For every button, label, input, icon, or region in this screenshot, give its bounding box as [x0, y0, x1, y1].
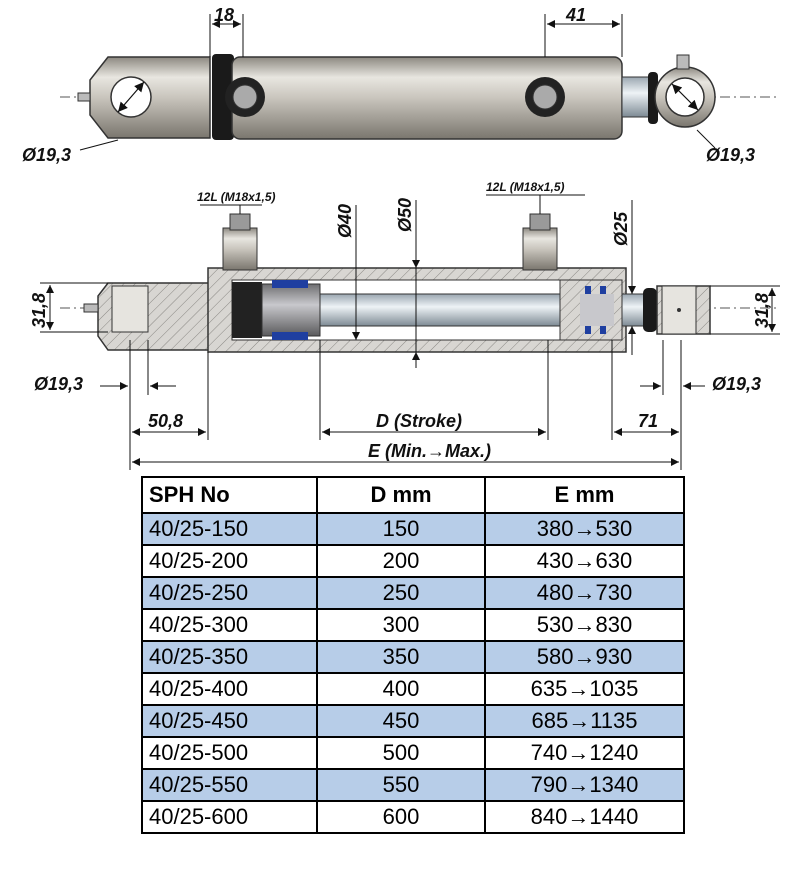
- table-row: 40/25-400 400 635→1035: [141, 672, 685, 706]
- cell-sph-no: 40/25-400: [141, 672, 318, 706]
- dim-left-pin-diameter: Ø19,3: [34, 374, 83, 394]
- cell-d-mm: 300: [316, 608, 486, 642]
- cell-d-mm: 450: [316, 704, 486, 738]
- cell-e-mm: 430→630: [484, 544, 685, 578]
- table-row: 40/25-350 350 580→930: [141, 640, 685, 674]
- dim-total-length: E (Min.→Max.): [368, 441, 491, 461]
- cell-e-mm: 480→730: [484, 576, 685, 610]
- cell-sph-no: 40/25-150: [141, 512, 318, 546]
- table-row: 40/25-550 550 790→1340: [141, 768, 685, 802]
- cell-sph-no: 40/25-600: [141, 800, 318, 834]
- cell-e-mm: 380→530: [484, 512, 685, 546]
- cell-d-mm: 250: [316, 576, 486, 610]
- cell-e-mm: 530→830: [484, 608, 685, 642]
- cell-sph-no: 40/25-350: [141, 640, 318, 674]
- dim-top-18: 18: [214, 5, 234, 25]
- table-row: 40/25-600 600 840→1440: [141, 800, 685, 834]
- port-left-label: 12L (M18x1,5): [197, 190, 276, 204]
- cylinder-spec-table: SPH No D mm E mm 40/25-150 150 380→530 4…: [141, 476, 685, 834]
- dim-bore-diameter: Ø40: [335, 204, 355, 238]
- cell-sph-no: 40/25-550: [141, 768, 318, 802]
- cell-d-mm: 350: [316, 640, 486, 674]
- header-d-mm: D mm: [316, 476, 486, 514]
- table-row: 40/25-300 300 530→830: [141, 608, 685, 642]
- port-right-label: 12L (M18x1,5): [486, 180, 565, 194]
- table-row: 40/25-250 250 480→730: [141, 576, 685, 610]
- cell-sph-no: 40/25-200: [141, 544, 318, 578]
- header-e-mm: E mm: [484, 476, 685, 514]
- cell-d-mm: 600: [316, 800, 486, 834]
- cell-e-mm: 740→1240: [484, 736, 685, 770]
- cell-d-mm: 550: [316, 768, 486, 802]
- cell-sph-no: 40/25-250: [141, 576, 318, 610]
- table-row: 40/25-150 150 380→530: [141, 512, 685, 546]
- table-row: 40/25-500 500 740→1240: [141, 736, 685, 770]
- cell-sph-no: 40/25-450: [141, 704, 318, 738]
- section-view: [40, 194, 780, 470]
- dim-top-right-eye-diameter: Ø19,3: [706, 145, 755, 165]
- table-header-row: SPH No D mm E mm: [141, 476, 685, 514]
- cell-e-mm: 635→1035: [484, 672, 685, 706]
- header-sph-no: SPH No: [141, 476, 318, 514]
- dim-right-end-length: 71: [638, 411, 658, 431]
- dim-left-end-length: 50,8: [148, 411, 183, 431]
- cell-e-mm: 685→1135: [484, 704, 685, 738]
- cell-d-mm: 200: [316, 544, 486, 578]
- cell-d-mm: 400: [316, 672, 486, 706]
- top-view: [60, 14, 780, 151]
- dim-top-41: 41: [565, 5, 586, 25]
- cell-e-mm: 580→930: [484, 640, 685, 674]
- cell-e-mm: 840→1440: [484, 800, 685, 834]
- dim-right-pin-diameter: Ø19,3: [712, 374, 761, 394]
- cell-sph-no: 40/25-300: [141, 608, 318, 642]
- dim-rod-diameter: Ø25: [611, 211, 631, 246]
- cylinder-drawing: 18 41 Ø19,3 Ø19,3: [22, 5, 780, 470]
- cell-d-mm: 500: [316, 736, 486, 770]
- cell-d-mm: 150: [316, 512, 486, 546]
- dim-tube-diameter: Ø50: [395, 198, 415, 232]
- table-row: 40/25-450 450 685→1135: [141, 704, 685, 738]
- dim-height-right: 31,8: [752, 293, 772, 328]
- dim-top-left-eye-diameter: Ø19,3: [22, 145, 71, 165]
- cell-e-mm: 790→1340: [484, 768, 685, 802]
- table-row: 40/25-200 200 430→630: [141, 544, 685, 578]
- dim-stroke: D (Stroke): [376, 411, 462, 431]
- cell-sph-no: 40/25-500: [141, 736, 318, 770]
- dim-height-left: 31,8: [29, 293, 49, 328]
